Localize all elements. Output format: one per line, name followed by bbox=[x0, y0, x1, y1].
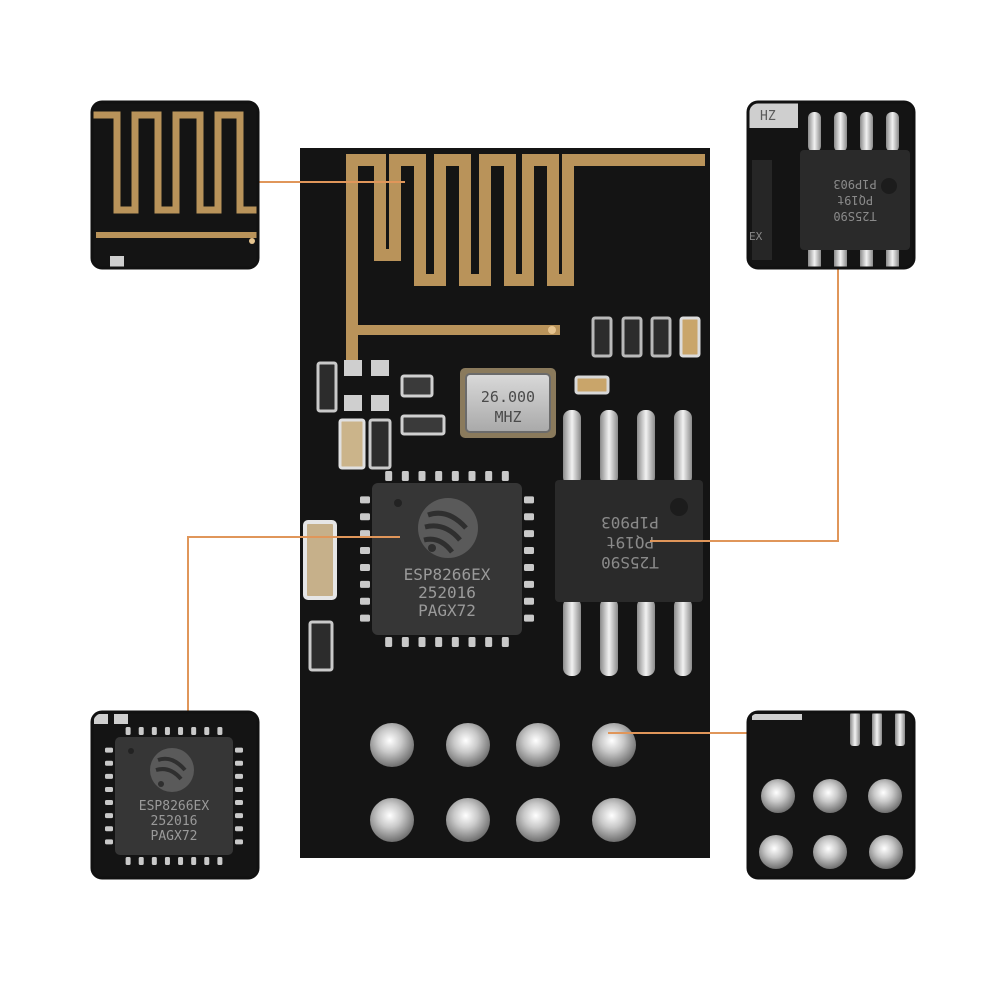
qfn-pin bbox=[524, 597, 534, 605]
qfn-pin bbox=[204, 727, 210, 735]
callout-line-esp bbox=[187, 536, 400, 712]
qfn-pin bbox=[524, 580, 534, 588]
qfn-pin bbox=[385, 637, 393, 647]
qfn-pin bbox=[235, 773, 243, 779]
zoom-callout-header-pins bbox=[746, 710, 916, 880]
qfn-pin bbox=[235, 786, 243, 792]
qfn-pin bbox=[385, 471, 393, 481]
zoom-esp-fragment: EX bbox=[749, 230, 763, 243]
qfn-pin bbox=[125, 727, 131, 735]
zoom-flash-label-line2: PQ19t bbox=[837, 193, 873, 207]
esp-chip-label-line3: PAGX72 bbox=[418, 601, 476, 620]
esp-chip-label-line1: ESP8266EX bbox=[404, 565, 491, 584]
qfn-pin bbox=[105, 813, 113, 819]
flash-chip-label-line2: PQ19t bbox=[606, 533, 654, 552]
qfn-pin bbox=[485, 471, 493, 481]
qfn-pin bbox=[524, 513, 534, 521]
zoom-callout-esp-chip: ESP8266EX 252016 PAGX72 bbox=[90, 710, 260, 880]
qfn-pin bbox=[191, 727, 197, 735]
qfn-pin bbox=[401, 637, 409, 647]
qfn-pin bbox=[151, 727, 157, 735]
qfn-pin bbox=[524, 547, 534, 555]
qfn-pin bbox=[235, 800, 243, 806]
antenna-trace bbox=[346, 154, 705, 360]
flash-chip-label-line1: T25S90 bbox=[601, 553, 659, 572]
qfn-pin bbox=[360, 513, 370, 521]
qfn-pin bbox=[164, 857, 170, 865]
qfn-pin bbox=[468, 637, 476, 647]
zoom-crystal-fragment: HZ bbox=[760, 109, 776, 124]
esp8266-chip: ESP8266EX 252016 PAGX72 bbox=[360, 471, 534, 647]
qfn-pin bbox=[217, 857, 223, 865]
qfn-pin bbox=[524, 614, 534, 622]
zoom-callout-flash-chip: HZ EX T25S90 PQ19t P1P903 bbox=[746, 100, 916, 270]
qfn-pin bbox=[125, 857, 131, 865]
zoom-esp-label-line1: ESP8266EX bbox=[139, 799, 210, 814]
qfn-pin bbox=[501, 637, 509, 647]
qfn-pin bbox=[360, 496, 370, 504]
qfn-pin bbox=[235, 826, 243, 832]
zoom-flash-label-line1: T25S90 bbox=[833, 209, 876, 223]
qfn-pin bbox=[418, 637, 426, 647]
qfn-pin bbox=[191, 857, 197, 865]
callout-line-flash bbox=[650, 268, 839, 542]
qfn-pin bbox=[360, 614, 370, 622]
qfn-pin bbox=[178, 857, 184, 865]
qfn-pin bbox=[105, 760, 113, 766]
crystal-label-line1: 26.000 bbox=[481, 388, 535, 406]
qfn-pin bbox=[217, 727, 223, 735]
esp-chip-label-line2: 252016 bbox=[418, 583, 476, 602]
qfn-pin bbox=[468, 471, 476, 481]
zoom-callout-antenna bbox=[90, 100, 260, 270]
header-pins bbox=[370, 723, 636, 842]
flash-chip-label-line3: P1P903 bbox=[601, 513, 659, 532]
crystal-label-line2: MHZ bbox=[494, 408, 521, 426]
qfn-pin bbox=[105, 747, 113, 753]
qfn-pin bbox=[524, 496, 534, 504]
zoom-espressif-logo-icon bbox=[150, 748, 194, 792]
qfn-pin bbox=[451, 471, 459, 481]
qfn-pin bbox=[360, 563, 370, 571]
qfn-pin bbox=[524, 563, 534, 571]
pcb-board: 26.000 MHZ ESP8266EX 252016 PAGX72 bbox=[300, 148, 710, 858]
qfn-pin bbox=[178, 727, 184, 735]
callout-lines bbox=[187, 181, 839, 734]
qfn-pin bbox=[235, 813, 243, 819]
qfn-pin bbox=[501, 471, 509, 481]
zoom-esp-label-line2: 252016 bbox=[151, 814, 198, 829]
zoom-esp-label-line3: PAGX72 bbox=[151, 829, 198, 844]
qfn-pin bbox=[360, 580, 370, 588]
qfn-pin bbox=[164, 727, 170, 735]
qfn-pin bbox=[105, 773, 113, 779]
qfn-pin bbox=[204, 857, 210, 865]
smd-resistors-top-right bbox=[591, 316, 701, 358]
qfn-pin bbox=[105, 826, 113, 832]
qfn-pin bbox=[418, 471, 426, 481]
qfn-pin bbox=[138, 857, 144, 865]
qfn-pin bbox=[435, 471, 443, 481]
qfn-pin bbox=[105, 800, 113, 806]
qfn-pin bbox=[151, 857, 157, 865]
qfn-pin bbox=[360, 547, 370, 555]
crystal-oscillator: 26.000 MHZ bbox=[460, 368, 556, 438]
zoom-flash-label-line3: P1P903 bbox=[833, 177, 876, 191]
espressif-logo-icon bbox=[418, 498, 478, 558]
qfn-pin bbox=[235, 839, 243, 845]
qfn-pin bbox=[485, 637, 493, 647]
qfn-pin bbox=[435, 637, 443, 647]
qfn-pin bbox=[235, 747, 243, 753]
qfn-pin bbox=[451, 637, 459, 647]
qfn-pin bbox=[138, 727, 144, 735]
qfn-pin bbox=[235, 760, 243, 766]
qfn-pin bbox=[360, 597, 370, 605]
flash-memory-chip: T25S90 PQ19t P1P903 bbox=[555, 410, 703, 676]
qfn-pin bbox=[401, 471, 409, 481]
qfn-pin bbox=[360, 530, 370, 538]
smd-passives-left bbox=[303, 360, 610, 672]
qfn-pin bbox=[105, 839, 113, 845]
qfn-pin bbox=[105, 786, 113, 792]
qfn-pin bbox=[524, 530, 534, 538]
